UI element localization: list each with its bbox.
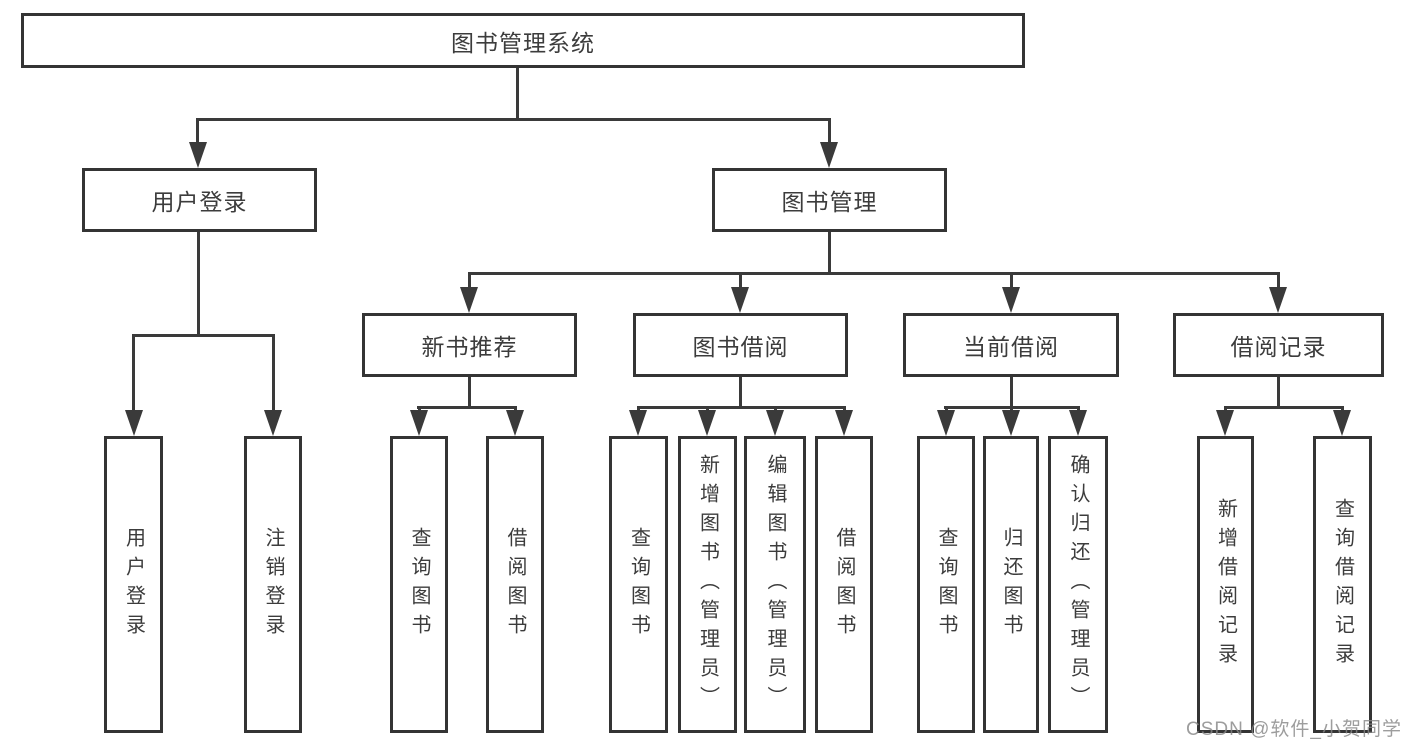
node-book-management-label: 图书管理: [781, 189, 878, 215]
leaf-cb-return-books: 归还图书: [983, 436, 1039, 733]
leaf-bb-edit-books-admin: 编辑图书（管理员）: [744, 436, 806, 733]
arrow-nb-query: [410, 410, 428, 436]
connector-stem-user-login: [196, 118, 199, 144]
connector-stem-cb3: [1077, 406, 1080, 412]
connector-stem-borrow-record: [1277, 272, 1280, 289]
arrow-bb-add: [698, 410, 716, 436]
arrow-borrow-record: [1269, 287, 1287, 313]
connector-stem-br2: [1341, 406, 1344, 412]
node-borrowing-records: 借阅记录: [1173, 313, 1384, 377]
arrow-cb-query: [937, 410, 955, 436]
arrow-new-book: [460, 287, 478, 313]
connector-stem-br1: [1224, 406, 1227, 412]
connector-userlogin-stub: [197, 232, 200, 336]
arrow-book-borrow: [731, 287, 749, 313]
connector-stem-cb1: [945, 406, 948, 412]
connector-bookmgmt-stub: [828, 231, 831, 274]
connector-stem-bb3: [774, 406, 777, 412]
arrow-book-management: [820, 142, 838, 168]
connector-borrowrecord-rail: [1224, 406, 1344, 409]
connector-newbook-stub: [468, 377, 471, 408]
connector-stem-bb4: [843, 406, 846, 412]
arrow-user-login: [189, 142, 207, 168]
node-book-management: 图书管理: [712, 168, 947, 232]
leaf-cb-confirm-return-admin-label: 确认归还（管理员）: [1067, 454, 1089, 715]
leaf-br-query-record-label: 查询借阅记录: [1331, 497, 1354, 672]
connector-userlogin-rail: [132, 334, 275, 337]
node-root: 图书管理系统: [21, 13, 1025, 68]
leaf-bb-query-books-label: 查询图书: [627, 526, 650, 643]
leaf-br-add-record-label: 新增借阅记录: [1214, 497, 1237, 672]
connector-stem-bb1: [637, 406, 640, 412]
arrow-bb-borrow: [835, 410, 853, 436]
arrow-br-query: [1333, 410, 1351, 436]
connector-stem-leaf-login: [132, 334, 135, 412]
leaf-cb-query-books-label: 查询图书: [935, 526, 957, 643]
connector-currentborrow-stub: [1010, 377, 1013, 408]
leaf-bb-borrow-books: 借阅图书: [815, 436, 873, 733]
connector-stem-current-borrow: [1010, 272, 1013, 289]
node-book-borrowing: 图书借阅: [633, 313, 848, 377]
connector-stem-book-borrow: [739, 272, 742, 289]
connector-root-stub: [516, 68, 519, 120]
leaf-br-query-record: 查询借阅记录: [1313, 436, 1372, 733]
node-current-borrowing: 当前借阅: [903, 313, 1119, 377]
leaf-logout: 注销登录: [244, 436, 302, 733]
connector-newbook-rail: [417, 406, 517, 409]
node-book-borrowing-label: 图书借阅: [692, 334, 789, 360]
node-user-login-label: 用户登录: [151, 189, 248, 215]
leaf-bb-edit-books-admin-label: 编辑图书（管理员）: [764, 454, 786, 715]
leaf-nb-borrow-books: 借阅图书: [486, 436, 544, 733]
node-borrowing-records-label: 借阅记录: [1230, 334, 1327, 360]
node-new-book-recommend: 新书推荐: [362, 313, 577, 377]
connector-stem-cb2: [1010, 406, 1013, 412]
leaf-nb-query-books-label: 查询图书: [408, 526, 430, 643]
node-root-label: 图书管理系统: [451, 29, 595, 56]
leaf-bb-add-books-admin-label: 新增图书（管理员）: [696, 454, 719, 715]
connector-stem-nb2: [514, 406, 517, 412]
leaf-logout-label: 注销登录: [262, 526, 284, 643]
leaf-br-add-record: 新增借阅记录: [1197, 436, 1254, 733]
leaf-user-login-label: 用户登录: [122, 526, 145, 643]
arrow-br-add: [1216, 410, 1234, 436]
leaf-cb-confirm-return-admin: 确认归还（管理员）: [1048, 436, 1108, 733]
arrow-nb-borrow: [506, 410, 524, 436]
arrow-leaf-login: [125, 410, 143, 436]
leaf-bb-query-books: 查询图书: [609, 436, 668, 733]
csdn-watermark: CSDN @软件_小贺同学: [1186, 719, 1402, 740]
connector-stem-nb1: [418, 406, 421, 412]
arrow-cb-confirm: [1069, 410, 1087, 436]
connector-stem-leaf-logout: [272, 334, 275, 412]
leaf-user-login: 用户登录: [104, 436, 163, 733]
arrow-cb-return: [1002, 410, 1020, 436]
connector-stem-book-management: [828, 118, 831, 144]
arrow-bb-edit: [766, 410, 784, 436]
connector-bookborrow-rail: [637, 406, 846, 409]
leaf-bb-borrow-books-label: 借阅图书: [833, 526, 855, 643]
leaf-bb-add-books-admin: 新增图书（管理员）: [678, 436, 737, 733]
node-new-book-recommend-label: 新书推荐: [421, 334, 518, 360]
node-user-login: 用户登录: [82, 168, 317, 232]
arrow-leaf-logout: [264, 410, 282, 436]
leaf-cb-query-books: 查询图书: [917, 436, 975, 733]
connector-level2-rail: [197, 118, 831, 121]
arrow-current-borrow: [1002, 287, 1020, 313]
connector-bookborrow-stub: [739, 377, 742, 408]
leaf-nb-borrow-books-label: 借阅图书: [504, 526, 526, 643]
arrow-bb-query: [629, 410, 647, 436]
connector-level3-rail: [468, 272, 1280, 275]
connector-stem-new-book: [468, 272, 471, 289]
connector-stem-bb2: [706, 406, 709, 412]
connector-borrowrecord-stub: [1277, 377, 1280, 408]
leaf-nb-query-books: 查询图书: [390, 436, 448, 733]
node-current-borrowing-label: 当前借阅: [963, 334, 1059, 360]
leaf-cb-return-books-label: 归还图书: [1000, 526, 1022, 643]
